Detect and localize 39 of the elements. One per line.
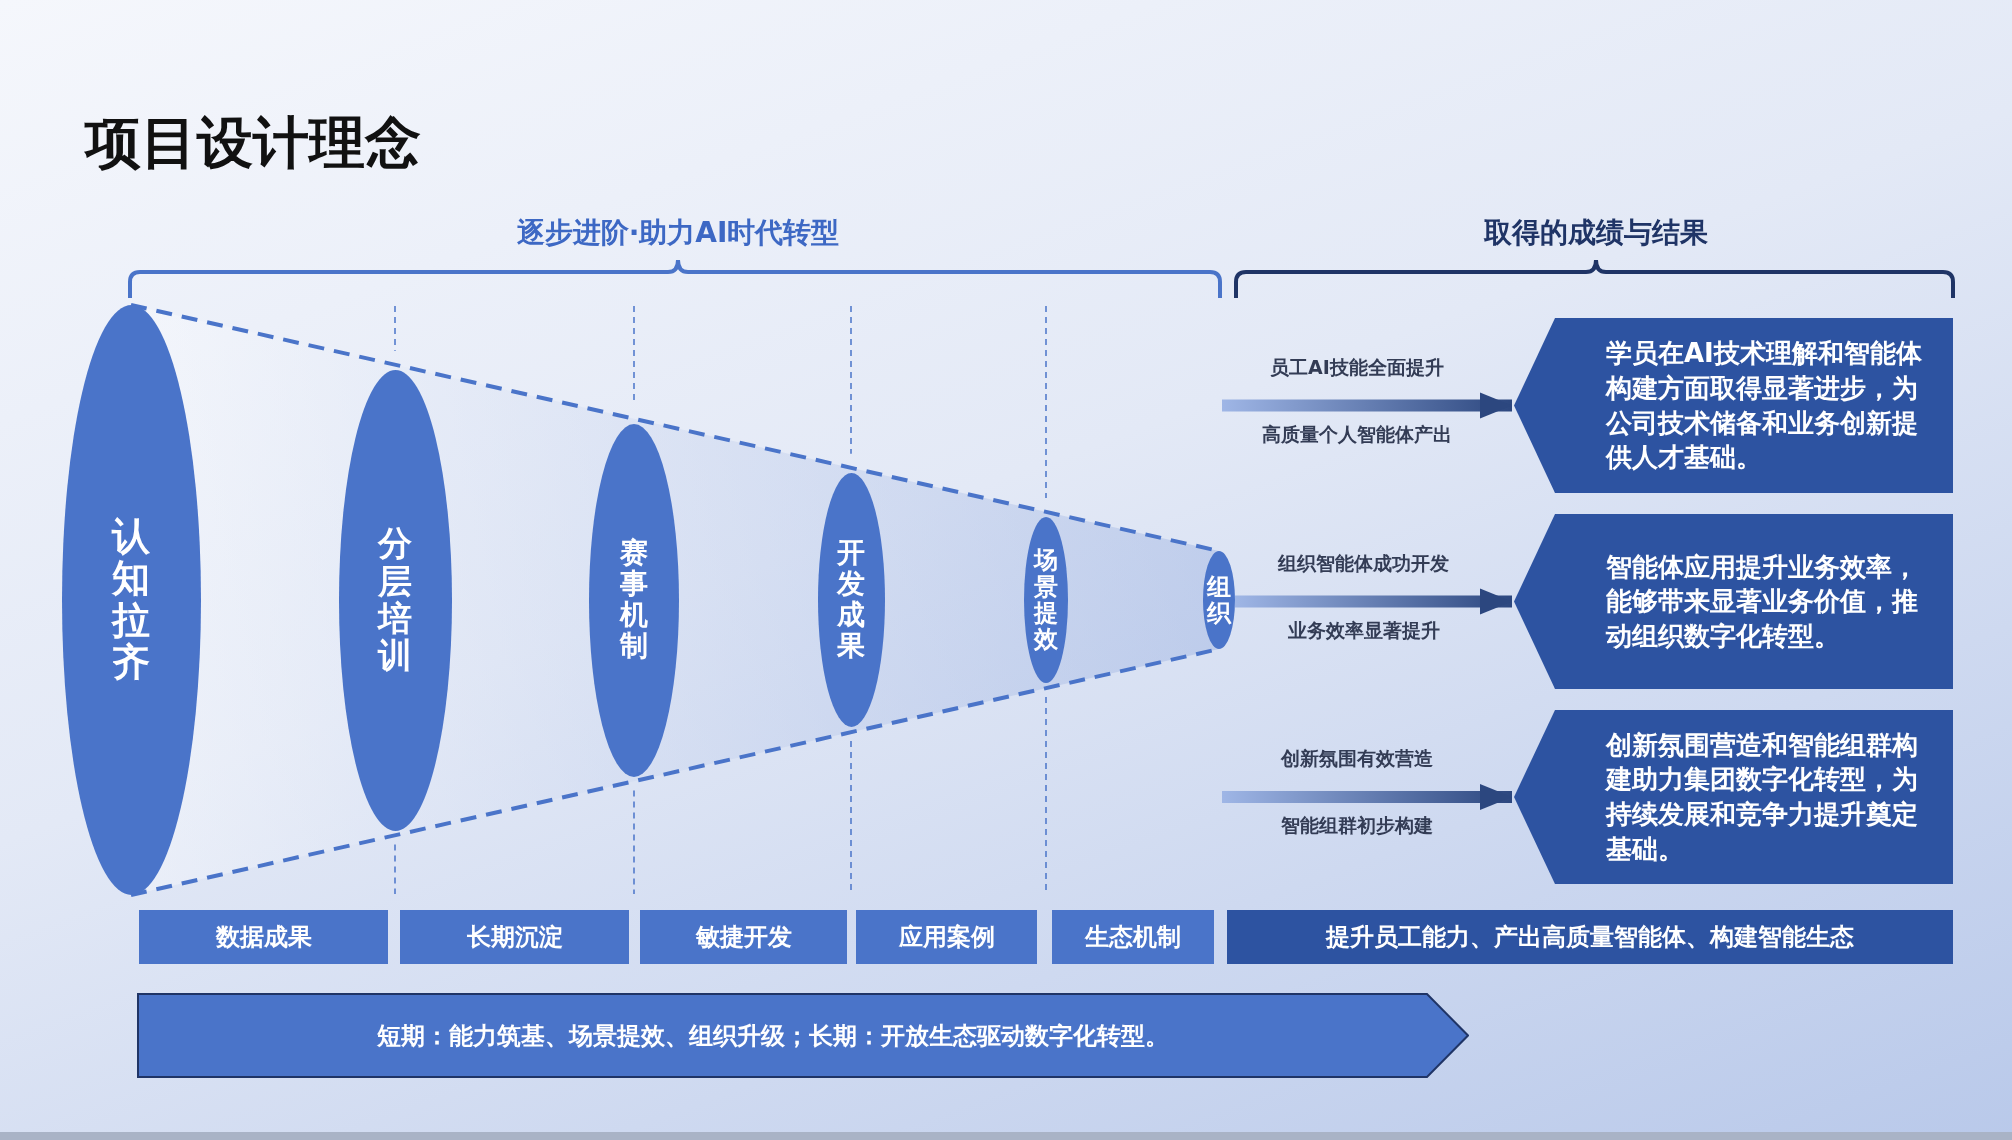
stage-label: 场景提效	[1034, 547, 1058, 653]
section-heading: 取得的成绩与结果	[1484, 215, 1708, 251]
stage-label: 开发成果	[837, 538, 865, 662]
tag-label: 长期沉淀	[466, 922, 563, 953]
stage-tag	[400, 910, 629, 964]
result-text: 创新氛围营造和智能组群构建助力集团数字化转型，为持续发展和竞争力提升奠定基础。	[1606, 728, 1919, 866]
result-text: 智能体应用提升业务效率，能够带来显著业务价值，推动组织数字化转型。	[1606, 550, 1919, 653]
stage-label: 组织	[1207, 573, 1231, 627]
arrow	[1222, 392, 1512, 419]
stage-tag	[1227, 910, 1953, 964]
stage-tag	[139, 910, 388, 964]
tag-label: 数据成果	[215, 922, 312, 953]
summary-arrow-banner	[137, 993, 1469, 1078]
page-title: 项目设计理念	[85, 112, 421, 174]
tag-label: 生态机制	[1085, 922, 1181, 953]
stage-label: 赛事机制	[620, 538, 648, 662]
tag-label: 应用案例	[898, 922, 995, 953]
edge-label: 组织智能体成功开发	[1278, 550, 1449, 576]
edge-label: 员工AI技能全面提升	[1270, 354, 1444, 380]
arrow	[1235, 588, 1512, 615]
section-heading: 逐步进阶·助力AI时代转型	[516, 215, 840, 251]
edge-label: 创新氛围有效营造	[1281, 746, 1433, 771]
result-note: 高质量个人智能体产出	[1262, 421, 1452, 447]
result-panel	[1514, 710, 1953, 884]
stage-tag	[856, 910, 1037, 964]
tag-label: 提升员工能力、产出高质量智能体、构建智能生态	[1326, 922, 1854, 953]
result-panel	[1514, 514, 1953, 689]
result-note: 业务效率显著提升	[1287, 617, 1440, 643]
stage-tag	[640, 910, 847, 964]
summary-text: 短期：能力筑基、场景提效、组织升级；长期：开放生态驱动数字化转型。	[377, 1020, 1169, 1052]
stage-label: 认知拉齐	[112, 516, 150, 684]
stage-tag	[1052, 910, 1214, 964]
result-panel	[1514, 318, 1953, 493]
stage-label: 分层培训	[378, 525, 412, 675]
result-text: 学员在AI技术理解和智能体构建方面取得显著进步，为公司技术储备和业务创新提供人才基础。	[1606, 337, 1923, 475]
result-note: 智能组群初步构建	[1281, 813, 1433, 838]
stage-ellipse	[1203, 551, 1235, 649]
arrow	[1222, 784, 1512, 810]
tag-label: 敏捷开发	[695, 922, 792, 953]
